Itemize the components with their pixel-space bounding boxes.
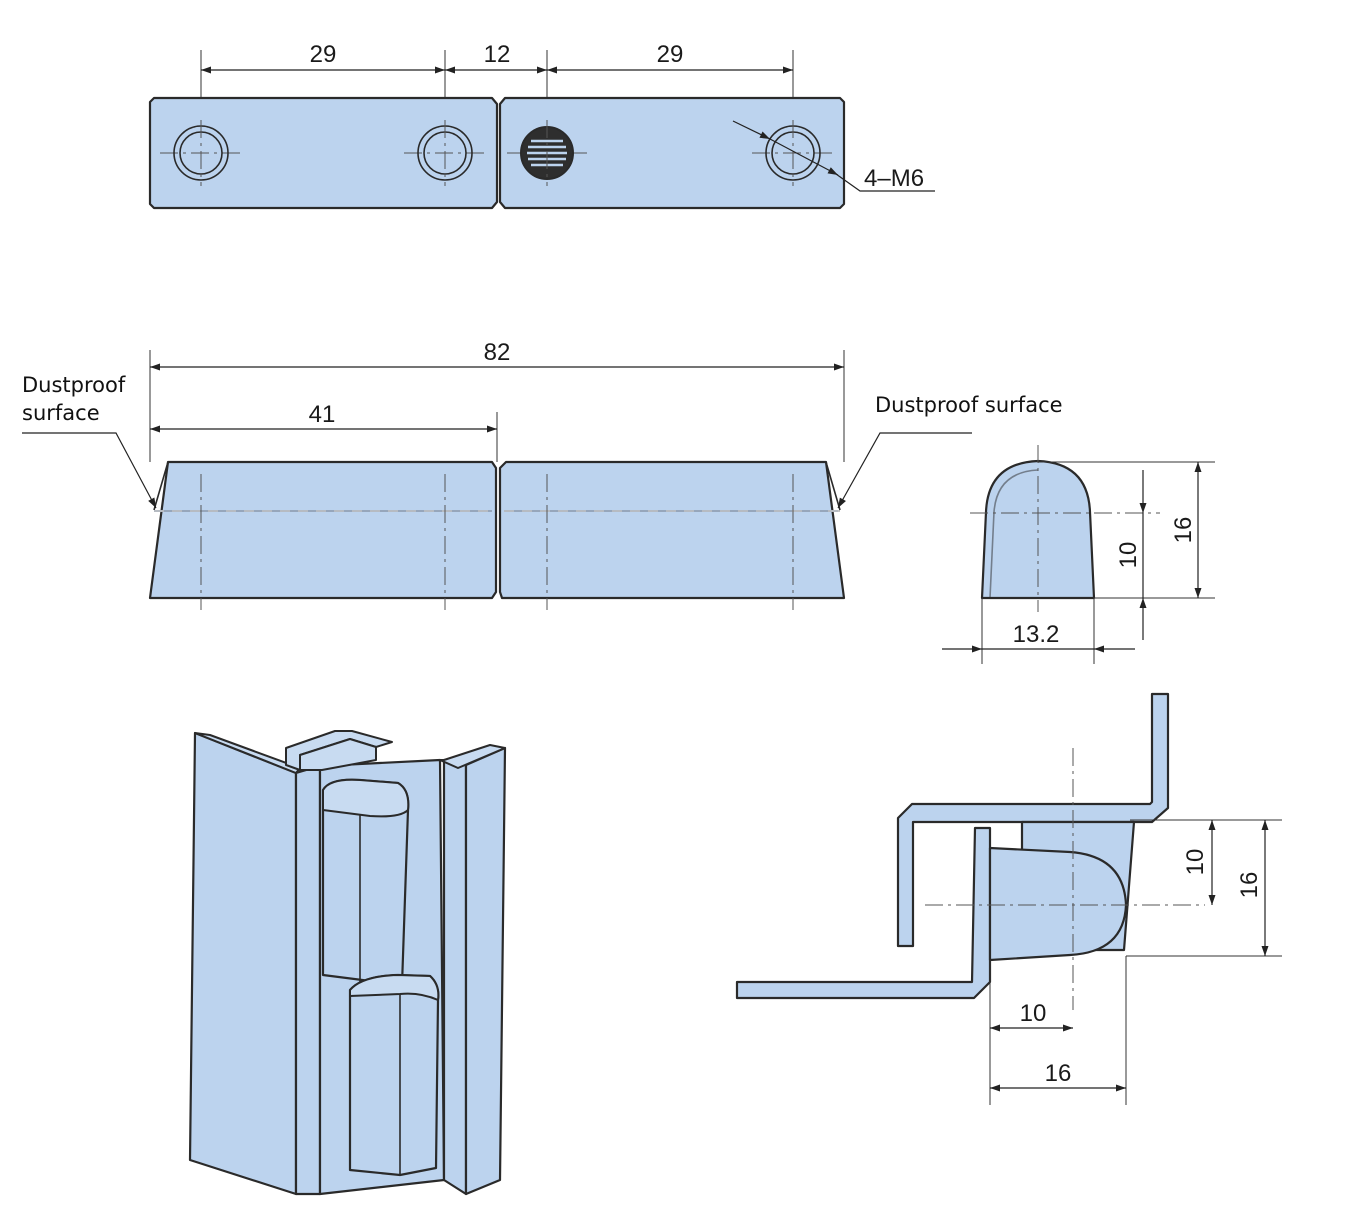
dim-29-right: 29 — [657, 41, 684, 68]
installed-section-view: 10 16 10 16 — [735, 692, 1282, 1105]
iso-body-left-face — [294, 764, 322, 1196]
dim-10-side: 10 — [1115, 542, 1142, 569]
leader-line — [769, 138, 839, 176]
leader-line — [22, 432, 157, 509]
iso-upper-knuckle-top — [322, 778, 410, 818]
dim-16-side: 16 — [1170, 517, 1197, 544]
dim-16-install-vertical: 16 — [1236, 872, 1263, 899]
leader-line — [732, 120, 771, 140]
thread-callout: 4–M6 — [864, 165, 924, 192]
dim-82: 82 — [484, 339, 511, 366]
front-left-leaf — [148, 460, 498, 600]
iso-left-flange — [188, 731, 298, 1196]
left-leaf-plate — [148, 96, 499, 210]
dim-10-install-vertical: 10 — [1182, 849, 1209, 876]
top-view: 29 12 29 — [148, 41, 935, 210]
iso-right-flange-side — [442, 758, 468, 1196]
iso-lower-knuckle-top — [349, 974, 440, 1001]
front-right-leaf — [498, 460, 846, 600]
bevel-edge — [153, 461, 169, 511]
dustproof-note-left-line1: Dustproof — [22, 373, 126, 397]
iso-lower-knuckle — [348, 973, 440, 1177]
dustproof-note-right: Dustproof surface — [875, 393, 1063, 417]
right-leaf-plate — [498, 96, 846, 210]
dim-29-left: 29 — [310, 41, 337, 68]
iso-top-channel-inner — [299, 738, 377, 771]
side-view: 10 16 13.2 — [942, 445, 1215, 664]
dim-41: 41 — [309, 401, 336, 428]
bevel-edge — [825, 461, 841, 511]
dim-13-2: 13.2 — [1013, 621, 1060, 648]
isometric-view — [188, 730, 507, 1196]
iso-right-flange — [464, 746, 507, 1196]
dim-16-install-horizontal: 16 — [1045, 1060, 1072, 1087]
leader-line — [835, 173, 935, 192]
iso-right-flange-top — [439, 744, 506, 769]
leader-line — [837, 432, 972, 509]
front-view: 82 41 Dustproof surface Dustproof surfac… — [22, 339, 1063, 610]
knuckle-edge — [989, 469, 1039, 599]
frame-panel — [735, 826, 992, 1000]
door-panel — [896, 692, 1170, 948]
lower-knuckle — [988, 846, 1128, 962]
dustproof-note-left-line2: surface — [22, 401, 100, 425]
dim-10-install-horizontal: 10 — [1020, 1000, 1047, 1027]
dim-12: 12 — [484, 41, 511, 68]
